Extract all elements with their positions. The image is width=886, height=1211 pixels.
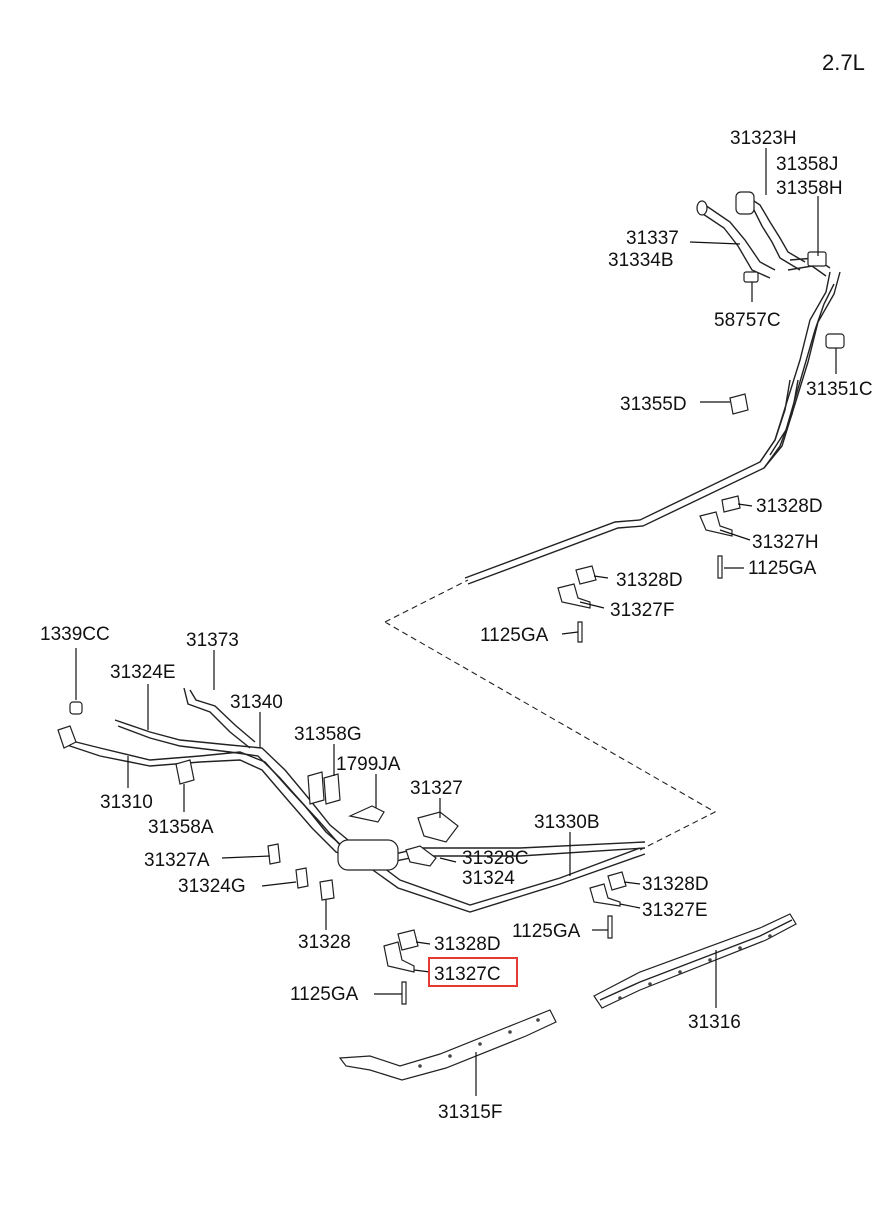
- label-31328D-c[interactable]: 31328D: [642, 874, 709, 895]
- label-31328D-d[interactable]: 31328D: [434, 934, 501, 955]
- bracket-31327H: [699, 511, 733, 537]
- lower-fuel-lines: [57, 687, 646, 913]
- label-58757C[interactable]: 58757C: [714, 310, 781, 331]
- label-31328D-b[interactable]: 31328D: [616, 570, 683, 591]
- label-31327E[interactable]: 31327E: [642, 900, 708, 921]
- label-31324E[interactable]: 31324E: [110, 662, 176, 683]
- label-31327C[interactable]: 31327C: [434, 964, 501, 985]
- bracket-31328D-b: [575, 565, 597, 585]
- leader-lines: [75, 148, 837, 1096]
- bracket-31327F: [557, 583, 591, 609]
- bolt-1125GA-a: [717, 555, 723, 579]
- label-31310[interactable]: 31310: [100, 792, 153, 813]
- bracket-31328D-a: [721, 495, 741, 513]
- clip-58757C-shape: [743, 271, 759, 283]
- label-31340[interactable]: 31340: [230, 692, 283, 713]
- label-31358A[interactable]: 31358A: [148, 817, 214, 838]
- bolt-1125GA-b: [577, 621, 583, 643]
- label-31328[interactable]: 31328: [298, 932, 351, 953]
- label-31351C[interactable]: 31351C: [806, 379, 873, 400]
- upper-fuel-lines: [464, 271, 841, 585]
- label-1799JA[interactable]: 1799JA: [336, 754, 401, 775]
- lower-small-parts: [267, 771, 627, 1005]
- highlight-box: [428, 957, 518, 987]
- label-31327H[interactable]: 31327H: [752, 532, 819, 553]
- label-31373[interactable]: 31373: [186, 630, 239, 651]
- engine-label: 2.7L: [822, 50, 865, 75]
- rail-31315F: [338, 1009, 557, 1081]
- label-31327A[interactable]: 31327A: [144, 850, 210, 871]
- label-31334B[interactable]: 31334B: [608, 250, 674, 271]
- label-31327F[interactable]: 31327F: [610, 600, 674, 621]
- label-31324G[interactable]: 31324G: [178, 876, 246, 897]
- label-31328C[interactable]: 31328C: [462, 848, 529, 869]
- label-31323H[interactable]: 31323H: [730, 128, 797, 149]
- label-31327[interactable]: 31327: [410, 778, 463, 799]
- assembly-boundary: [384, 579, 717, 851]
- label-1125GA-d[interactable]: 1125GA: [290, 984, 359, 1005]
- label-31358G[interactable]: 31358G: [294, 724, 362, 745]
- clip-31358A-shape: [175, 759, 195, 785]
- label-31328D-a[interactable]: 31328D: [756, 496, 823, 517]
- label-31324[interactable]: 31324: [462, 868, 515, 889]
- clip-31355D-shape: [729, 393, 749, 415]
- label-31330B[interactable]: 31330B: [534, 812, 600, 833]
- clip-31351C-shape: [825, 333, 845, 349]
- label-1125GA-b[interactable]: 1125GA: [480, 625, 549, 646]
- label-1339CC[interactable]: 1339CC: [40, 624, 110, 645]
- clip-1339CC-shape: [69, 701, 83, 715]
- label-31337[interactable]: 31337: [626, 228, 679, 249]
- filler-hose-assembly: [696, 191, 831, 283]
- label-1125GA-c[interactable]: 1125GA: [512, 921, 581, 942]
- label-31358H[interactable]: 31358H: [776, 178, 843, 199]
- label-31315F[interactable]: 31315F: [438, 1102, 502, 1123]
- label-31358J[interactable]: 31358J: [776, 154, 838, 175]
- label-31355D[interactable]: 31355D: [620, 394, 687, 415]
- label-31316[interactable]: 31316: [688, 1012, 741, 1033]
- rail-31316: [593, 913, 797, 1009]
- label-1125GA-a[interactable]: 1125GA: [748, 558, 817, 579]
